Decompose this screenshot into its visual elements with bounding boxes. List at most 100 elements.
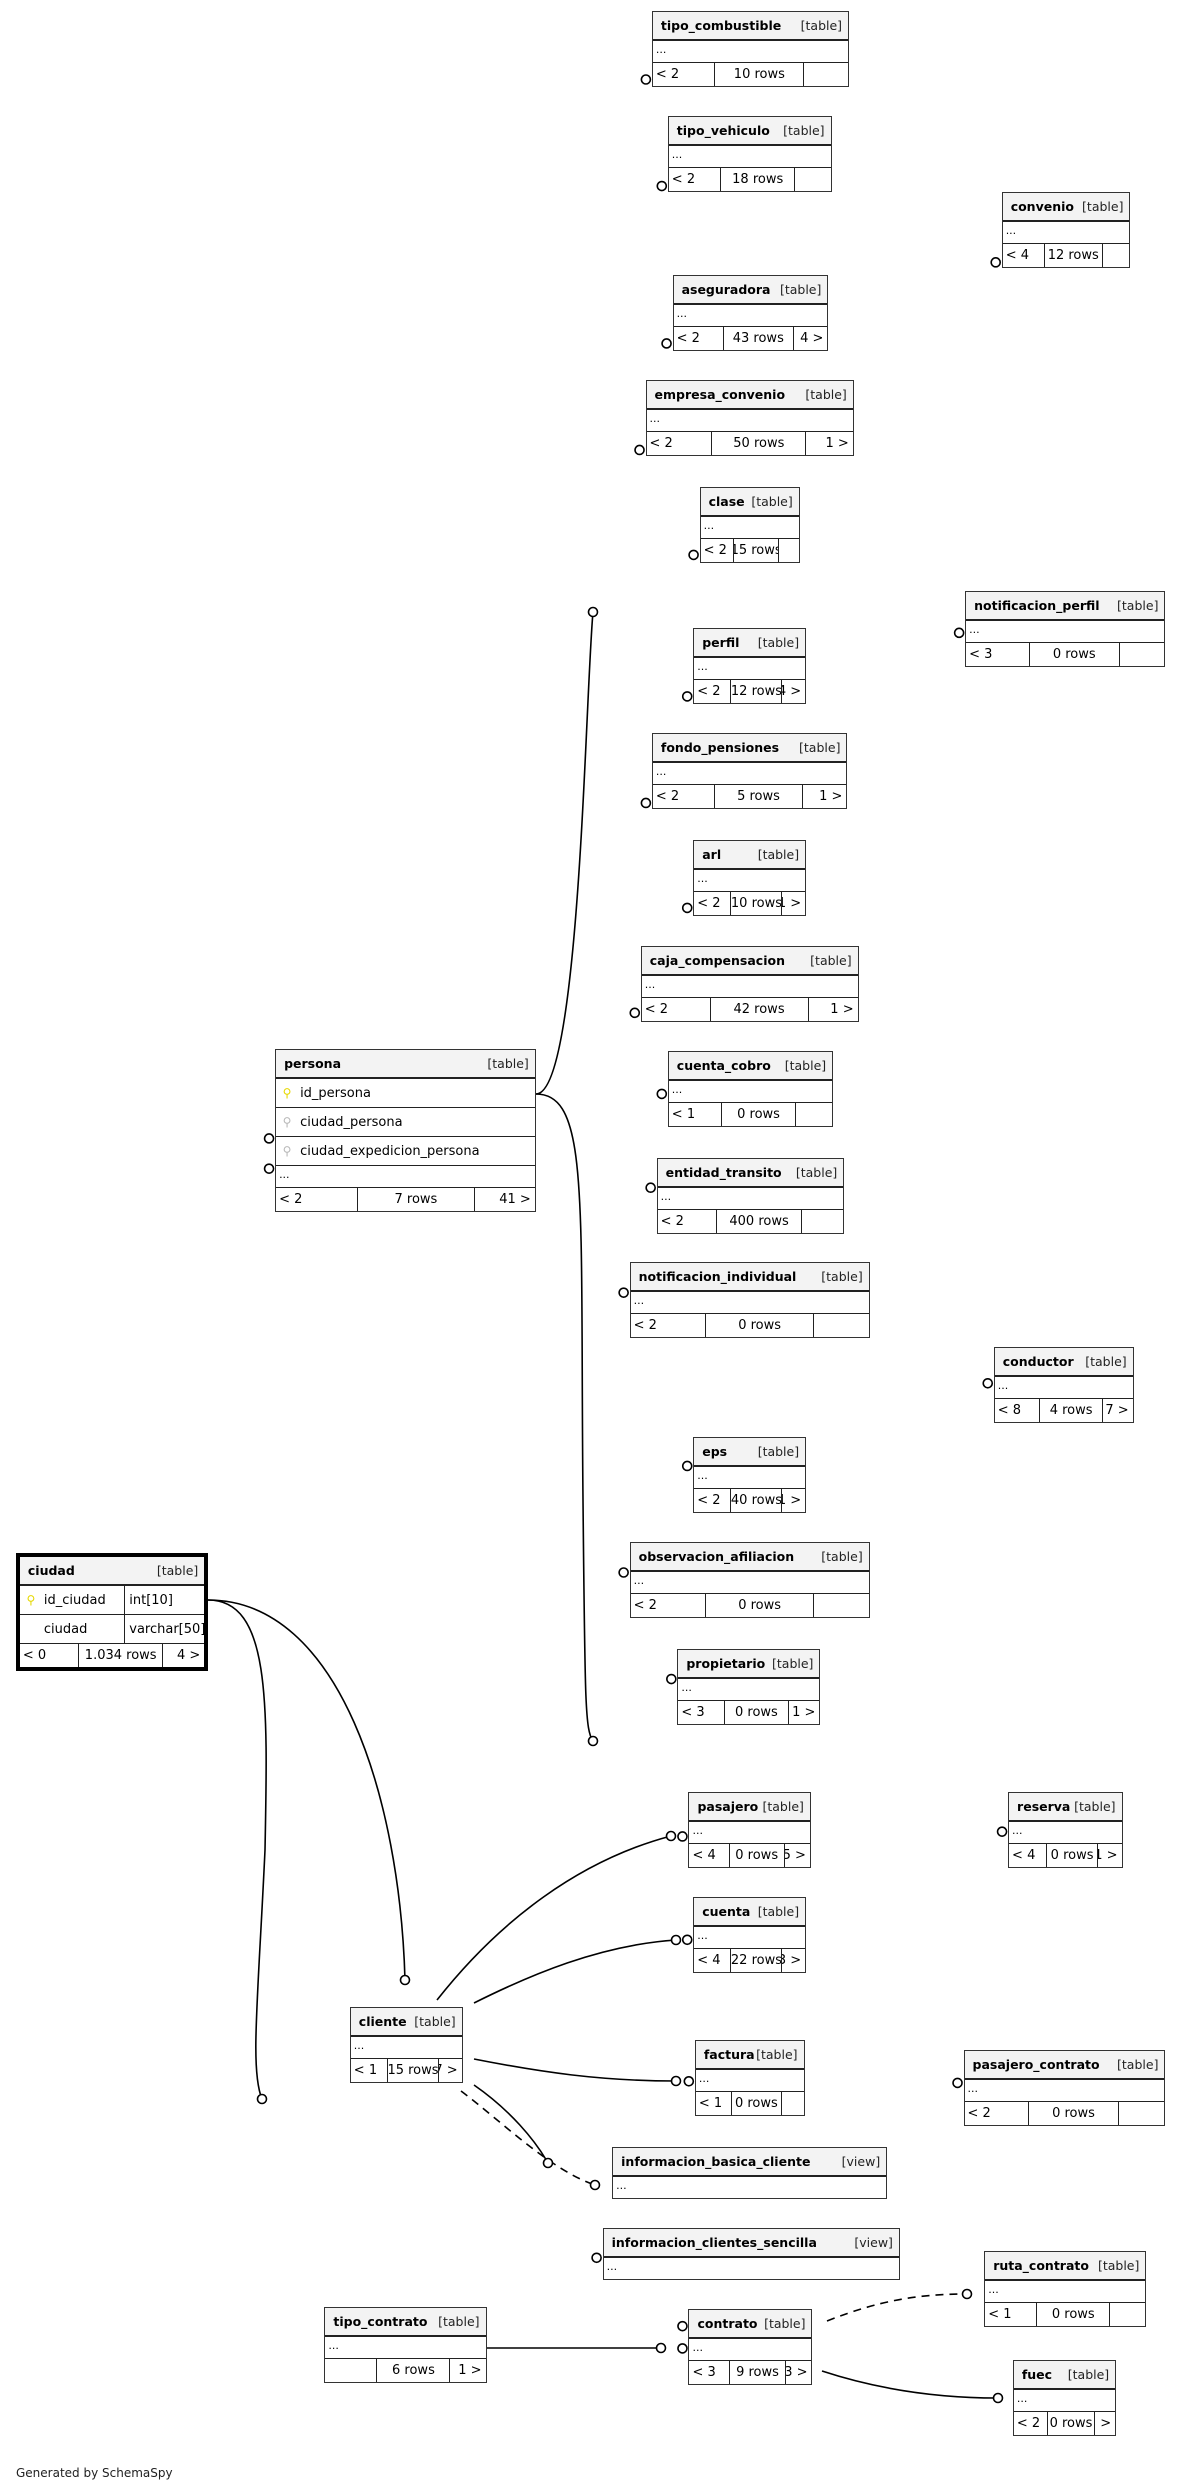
parents-link[interactable]: < 4 [1003, 244, 1045, 268]
table-name[interactable]: empresa_convenio [654, 387, 786, 402]
collapsed-columns[interactable]: ... [695, 2070, 804, 2092]
children-link[interactable] [779, 539, 799, 562]
table-header[interactable]: factura[table] [695, 2040, 804, 2070]
collapsed-columns[interactable]: ... [1013, 2390, 1116, 2412]
table-name[interactable]: cliente [358, 2013, 407, 2029]
collapsed-columns[interactable]: ... [606, 2259, 618, 2273]
table-name[interactable]: cuenta_cobro [676, 1057, 771, 1073]
table-header[interactable]: informacion_clientes_sencilla[view] [603, 2228, 899, 2258]
collapsed-columns[interactable]: ... [673, 305, 828, 328]
column-row[interactable]: ⚲ciudad_persona [276, 1108, 535, 1138]
parents-link[interactable]: < 2 [1014, 2411, 1049, 2435]
children-link[interactable] [814, 1314, 869, 1337]
table-header[interactable]: clase[table] [700, 487, 799, 517]
collapsed-columns[interactable]: ... [994, 1377, 1133, 1399]
table-header[interactable]: conductor[table] [994, 1347, 1133, 1377]
column-name[interactable]: id_persona [300, 1085, 371, 1101]
table-header[interactable]: caja_compensacion[table] [641, 947, 858, 977]
table-header[interactable]: entidad_transito[table] [657, 1158, 844, 1188]
collapsed-columns[interactable]: ... [1009, 1822, 1122, 1844]
parents-link[interactable]: < 4 [1009, 1843, 1047, 1867]
collapsed-columns[interactable]: ... [616, 2178, 627, 2192]
table-header[interactable]: tipo_vehiculo[table] [668, 117, 831, 147]
children-link[interactable] [1110, 2303, 1145, 2326]
parents-link[interactable]: < 2 [701, 538, 735, 562]
table-name[interactable]: eps [702, 1444, 728, 1460]
table-name[interactable]: propietario [686, 1655, 766, 1671]
table-header[interactable]: propietario[table] [678, 1649, 820, 1679]
collapsed-columns[interactable]: ... [694, 870, 806, 892]
parents-link[interactable]: < 1 [985, 2303, 1038, 2327]
table-informacion-basica-cliente[interactable]: informacion_basica_cliente[view]... [612, 2146, 888, 2199]
children-link[interactable]: 1 > [825, 436, 849, 451]
table-name[interactable]: factura [703, 2046, 755, 2062]
collapsed-columns[interactable]: ... [630, 1572, 869, 1595]
collapsed-columns[interactable]: ... [985, 2281, 1146, 2304]
collapsed-columns[interactable]: ... [668, 146, 831, 169]
table-name[interactable]: ruta_contrato [993, 2258, 1089, 2274]
table-name[interactable]: caja_compensacion [649, 953, 785, 969]
children-link[interactable]: 3 > [782, 1952, 802, 1968]
children-link[interactable]: 7 > [1105, 1402, 1129, 1418]
children-link[interactable] [782, 2092, 804, 2115]
parents-link[interactable]: < 2 [653, 784, 715, 808]
table-name[interactable]: contrato [697, 2315, 758, 2331]
parents-link[interactable]: < 2 [674, 327, 724, 351]
table-header[interactable]: notificacion_perfil[table] [966, 592, 1165, 622]
parents-link[interactable]: < 3 [678, 1700, 725, 1724]
table-header[interactable]: cliente[table] [350, 2007, 462, 2037]
children-link[interactable]: 1 > [782, 1493, 802, 1509]
table-header[interactable]: contrato[table] [689, 2309, 812, 2339]
table-name[interactable]: tipo_contrato [333, 2314, 428, 2330]
table-name[interactable]: ciudad [27, 1563, 75, 1579]
table-header[interactable]: fondo_pensiones[table] [652, 733, 847, 763]
parents-link[interactable]: < 2 [642, 998, 711, 1022]
collapsed-columns[interactable]: ... [678, 1679, 820, 1701]
collapsed-columns[interactable]: ... [646, 410, 853, 432]
collapsed-columns[interactable]: ... [641, 976, 858, 999]
table-header[interactable]: perfil[table] [694, 629, 806, 659]
table-header[interactable]: cuenta_cobro[table] [668, 1051, 833, 1081]
collapsed-columns[interactable]: ... [966, 621, 1165, 644]
parents-link[interactable]: < 2 [658, 1209, 718, 1233]
table-name[interactable]: tipo_combustible [660, 18, 782, 34]
table-header[interactable]: pasajero[table] [689, 1792, 810, 1822]
table-header[interactable]: notificacion_individual[table] [630, 1263, 869, 1293]
parents-link[interactable]: < 2 [965, 2101, 1029, 2125]
table-name[interactable]: pasajero_contrato [972, 2056, 1100, 2072]
collapsed-columns[interactable]: ... [700, 517, 799, 539]
collapsed-columns[interactable]: ... [325, 2337, 486, 2360]
table-name[interactable]: informacion_basica_cliente [621, 2153, 811, 2169]
table-name[interactable]: perfil [702, 635, 740, 651]
collapsed-columns[interactable]: ... [350, 2037, 462, 2059]
parents-link[interactable] [325, 2359, 378, 2383]
children-link[interactable]: 1 > [819, 788, 843, 804]
column-name[interactable]: id_ciudad [43, 1592, 106, 1608]
table-header[interactable]: ruta_contrato[table] [985, 2252, 1146, 2282]
collapsed-columns[interactable]: ... [689, 1822, 810, 1844]
table-header[interactable]: reserva[table] [1009, 1792, 1122, 1822]
children-link[interactable] [1119, 2102, 1164, 2125]
collapsed-columns[interactable]: ... [964, 2080, 1165, 2102]
collapsed-columns[interactable]: ... [652, 763, 847, 785]
parents-link[interactable]: < 4 [689, 1843, 730, 1867]
table-name[interactable]: entidad_transito [665, 1164, 782, 1180]
table-header[interactable]: eps[table] [694, 1438, 806, 1468]
table-name[interactable]: conductor [1002, 1353, 1074, 1369]
table-name[interactable]: notificacion_perfil [974, 598, 1100, 614]
table-header[interactable]: aseguradora[table] [673, 276, 828, 306]
table-name[interactable]: reserva [1017, 1798, 1071, 1814]
table-header[interactable]: tipo_contrato[table] [325, 2308, 486, 2338]
